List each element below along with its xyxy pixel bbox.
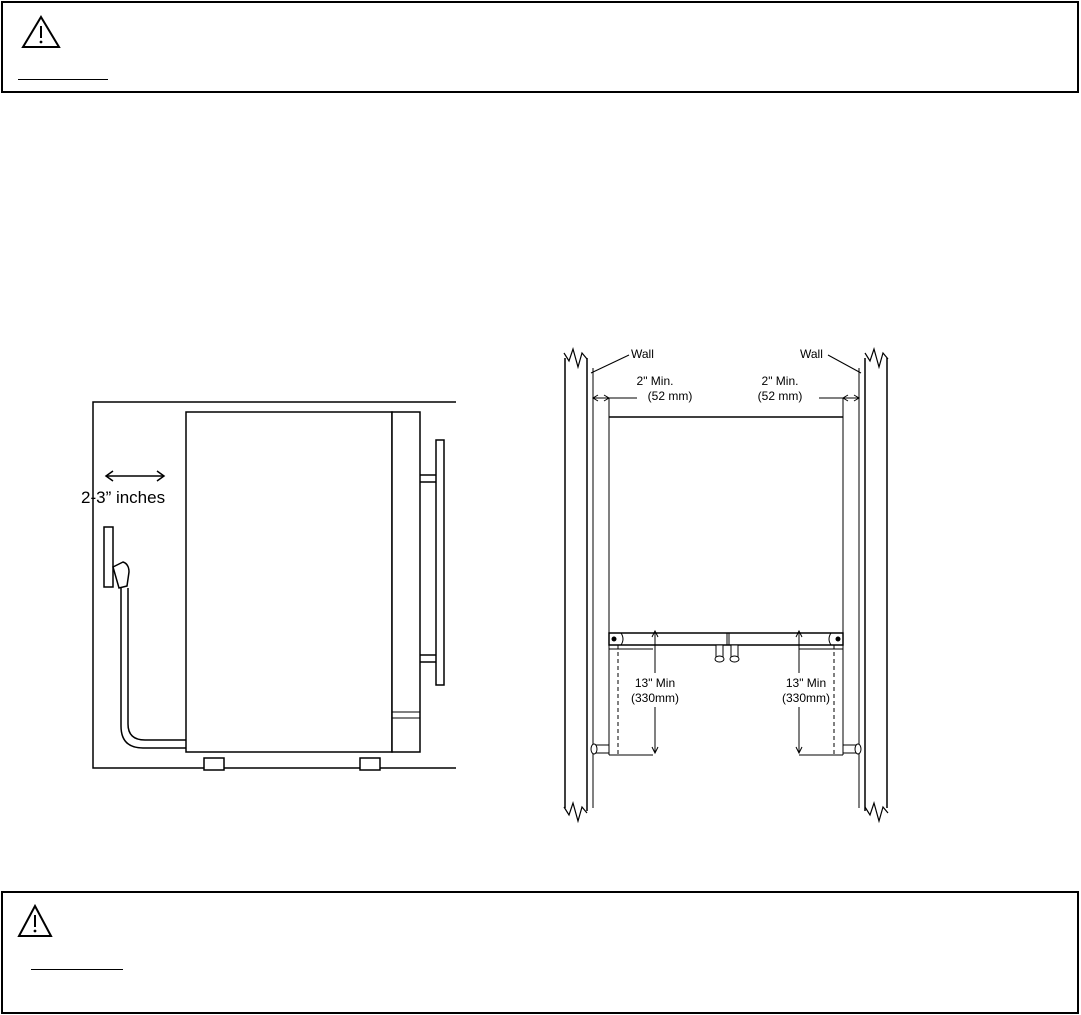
- water-valve: [103, 526, 114, 588]
- warning-triangle-icon: [17, 903, 53, 937]
- door-handle: [435, 439, 445, 686]
- valve-fitting: [112, 561, 130, 589]
- wall-outline: [92, 401, 456, 769]
- height-left-metric: (330mm): [631, 691, 679, 705]
- side-view-diagram: 2-3” inches: [81, 401, 456, 771]
- warning-box-top: [1, 1, 1079, 93]
- front-view-diagram: Wall Wall 2" Min. (52 mm) 2" Min. (52 mm…: [563, 346, 889, 824]
- leveling-bolt-left: [611, 636, 617, 642]
- clearance-label: 2-3” inches: [81, 488, 165, 507]
- gap-left-metric: (52 mm): [648, 389, 693, 403]
- warning-triangle-icon: [21, 15, 61, 48]
- cabinet-door: [391, 411, 421, 753]
- height-right-metric: (330mm): [782, 691, 830, 705]
- gap-right-label: 2" Min.: [762, 374, 799, 388]
- height-right-label: 13" Min: [786, 676, 826, 690]
- drain-fitting-left: [715, 644, 724, 658]
- foot-rear: [203, 757, 225, 771]
- wall-label-right: Wall: [800, 347, 823, 361]
- gap-right-metric: (52 mm): [758, 389, 803, 403]
- cabinet-body: [185, 411, 393, 753]
- wall-left: [563, 346, 594, 824]
- wall-right: [858, 346, 889, 824]
- wall-label-left: Wall: [631, 347, 654, 361]
- drain-fitting-right: [730, 644, 739, 658]
- water-hose: [120, 588, 186, 749]
- leveling-bolt-right: [835, 636, 841, 642]
- warning-box-bottom: [1, 891, 1079, 1014]
- height-left-label: 13" Min: [635, 676, 675, 690]
- foot-front: [359, 757, 381, 771]
- gap-left-label: 2" Min.: [637, 374, 674, 388]
- warning-underline: [18, 79, 108, 80]
- warning-underline: [31, 969, 123, 970]
- base-frame: [608, 632, 844, 646]
